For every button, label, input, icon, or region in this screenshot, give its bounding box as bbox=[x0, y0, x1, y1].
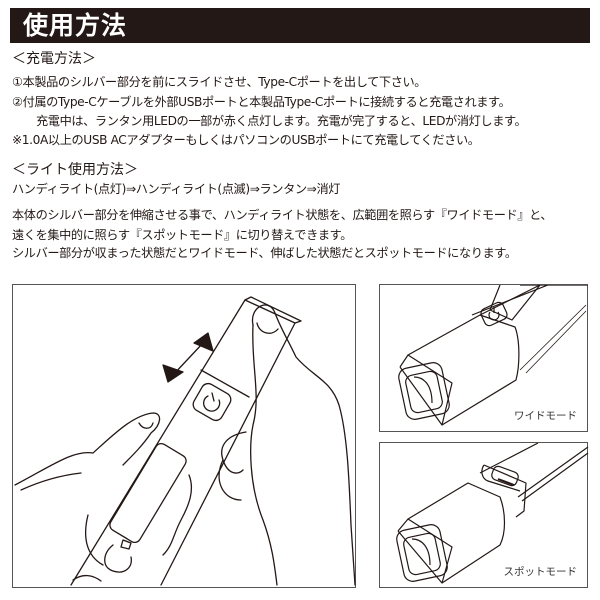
page-header-bar: 使用方法 bbox=[10, 8, 590, 43]
spot-mode-caption: スポットモード bbox=[503, 566, 578, 578]
spot-mode-illustration: スポットモード bbox=[379, 442, 589, 588]
light-description-3: シルバー部分が収まった状態だとワイドモード、伸ばした状態だとスポットモードになり… bbox=[12, 246, 517, 260]
power-icon bbox=[192, 382, 232, 422]
charging-step-1: ①本製品のシルバー部分を前にスライドさせ、Type-Cポートを出して下さい。 bbox=[12, 75, 427, 89]
charging-warning: ※1.0A以上のUSB ACアダプターもしくはパソコンのUSBポートにて充電して… bbox=[12, 133, 480, 147]
light-mode-sequence: ハンディライト(点灯)⇒ハンディライト(点滅)⇒ランタン⇒消灯 bbox=[12, 182, 341, 196]
power-icon bbox=[480, 301, 508, 327]
charging-step-2: ②付属のType-Cケーブルを外部USBポートと本製品Type-Cポートに接続す… bbox=[12, 95, 511, 109]
light-description-2: 遠くを集中的に照らす『スポットモード』に切り替えできます。 bbox=[12, 228, 353, 242]
double-arrow-icon bbox=[162, 332, 214, 383]
page-title: 使用方法 bbox=[23, 11, 128, 40]
wide-mode-illustration: ワイドモード bbox=[379, 284, 588, 432]
charging-heading: ＜充電方法＞ bbox=[12, 51, 96, 67]
hand-slide-illustration bbox=[12, 284, 356, 588]
wide-mode-caption: ワイドモード bbox=[514, 410, 577, 422]
charging-note: 充電中は、ランタン用LEDの一部が赤く点灯します。充電が完了すると、LEDが消灯… bbox=[36, 114, 527, 128]
light-usage-heading: ＜ライト使用方法＞ bbox=[12, 162, 138, 178]
light-description-1: 本体のシルバー部分を伸縮させる事で、ハンディライト状態を、広範囲を照らす『ワイド… bbox=[12, 208, 553, 222]
